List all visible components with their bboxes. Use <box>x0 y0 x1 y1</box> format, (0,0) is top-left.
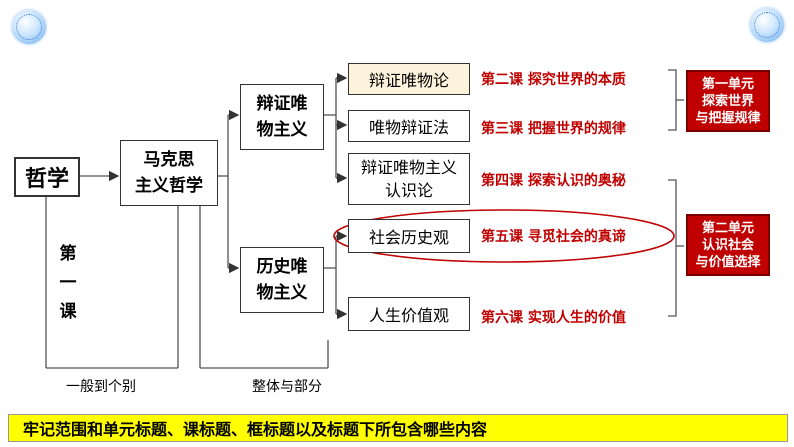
reminder-banner-text: 牢记范围和单元标题、课标题、框标题以及标题下所包含哪些内容 <box>23 420 488 439</box>
dialectical-label-2: 物主义 <box>256 120 308 140</box>
social-history-node: 社会历史观 <box>348 219 470 253</box>
unit-1-box: 第一单元 探索世界 与把握规律 <box>686 70 770 132</box>
mat-dialectics-label: 唯物辩证法 <box>368 118 449 137</box>
unit-2-box: 第二单元 认识社会 与价值选择 <box>686 214 770 276</box>
life-value-label: 人生价值观 <box>368 306 449 325</box>
general-to-individual-label: 一般到个别 <box>66 379 136 395</box>
philosophy-node: 哲学 <box>14 157 80 197</box>
unit-1-sub-1: 探索世界 <box>701 93 754 109</box>
epistemology-label-2: 认识论 <box>384 181 433 200</box>
life-value-node: 人生价值观 <box>348 297 470 331</box>
reminder-banner: 牢记范围和单元标题、课标题、框标题以及标题下所包含哪些内容 <box>8 414 788 442</box>
historical-label-1: 历史唯 <box>256 257 308 277</box>
epistemology-node: 辩证唯物主义 认识论 <box>348 153 470 205</box>
unit-2-sub-1: 认识社会 <box>701 237 754 253</box>
whole-and-parts-label: 整体与部分 <box>252 379 322 395</box>
dial-mat-theory-label: 辩证唯物论 <box>368 71 449 90</box>
lesson-2-label: 第二课 探究世界的本质 <box>481 72 626 88</box>
historical-label-2: 物主义 <box>256 283 308 303</box>
materialist-dialectics-node: 唯物辩证法 <box>348 110 470 142</box>
dialectical-materialism-node: 辩证唯 物主义 <box>240 84 324 150</box>
historical-materialism-node: 历史唯 物主义 <box>240 247 324 313</box>
epistemology-label-1: 辩证唯物主义 <box>360 158 457 177</box>
unit-1-sub-2: 与把握规律 <box>695 110 761 126</box>
philosophy-label: 哲学 <box>24 167 69 192</box>
unit-2-sub-2: 与价值选择 <box>695 254 761 270</box>
lesson-3-label: 第三课 把握世界的规律 <box>481 121 626 137</box>
first-lesson-char-1: 第 <box>59 244 77 264</box>
dialectical-materialist-theory-node: 辩证唯物论 <box>348 63 470 95</box>
lesson-5-label: 第五课 寻觅社会的真谛 <box>481 229 626 245</box>
globe-icon-left <box>12 10 46 44</box>
social-history-label: 社会历史观 <box>368 228 449 247</box>
marxism-label-2: 主义哲学 <box>135 176 203 196</box>
unit-2-title: 第二单元 <box>701 220 754 236</box>
first-lesson-char-3: 课 <box>59 302 77 322</box>
lesson-4-label: 第四课 探索认识的奥秘 <box>481 173 626 189</box>
first-lesson-label: 第 一 课 <box>58 240 78 327</box>
first-lesson-char-2: 一 <box>59 273 77 293</box>
dialectical-label-1: 辩证唯 <box>256 94 308 114</box>
marxism-node: 马克思 主义哲学 <box>120 140 218 206</box>
lesson-6-label: 第六课 实现人生的价值 <box>481 310 626 326</box>
marxism-label-1: 马克思 <box>143 150 195 170</box>
unit-1-title: 第一单元 <box>701 76 754 92</box>
globe-icon-right <box>750 8 784 42</box>
highlight-ellipse <box>333 209 675 263</box>
